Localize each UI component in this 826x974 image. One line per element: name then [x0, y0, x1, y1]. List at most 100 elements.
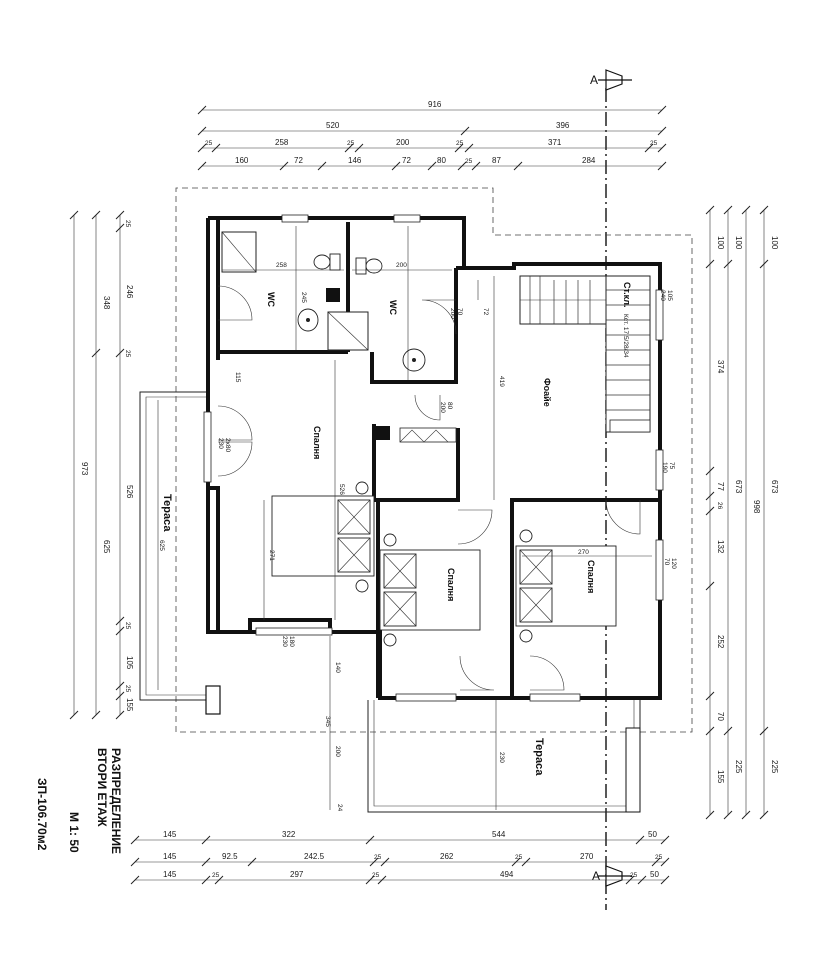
dim-bottom-92-5: 92.5	[222, 852, 238, 861]
dim-bottom-494: 494	[500, 870, 514, 879]
dim-bed3-270: 270	[578, 549, 589, 556]
room-label-terrace-left: Тераса	[161, 494, 173, 532]
bed-2	[379, 533, 481, 647]
dim-right-70: 70	[716, 712, 725, 721]
room-labels: WC WC Фоайе Спалня Спалня Спалня Тераса …	[161, 282, 632, 776]
section-marker-top: А	[590, 69, 632, 91]
sink-icon	[297, 308, 319, 332]
dim-right-252: 252	[716, 635, 725, 649]
dim-right-77: 77	[716, 482, 725, 491]
dim-bottom-145c: 145	[163, 870, 177, 879]
dim-left-526: 526	[125, 485, 134, 499]
dim-door-80-200: 80200	[439, 402, 453, 413]
dim-bottom-145a: 145	[163, 830, 177, 839]
dim-bottom-25c: 25	[655, 854, 663, 861]
dim-right-100c: 100	[770, 236, 779, 250]
dim-bottom-50a: 50	[648, 830, 657, 839]
bed-3	[515, 529, 617, 643]
room-label-foyer: Фоайе	[542, 378, 552, 407]
windows	[203, 214, 664, 702]
room-label-wc1: WC	[266, 292, 276, 307]
title-line2: ВТОРИ ЕТАЖ	[95, 748, 109, 827]
bottom-dimension-lines: 145 322 544 50 145 92.5 242.5 25 262 25 …	[130, 830, 670, 885]
staircase	[519, 275, 651, 433]
dim-window-180-230: 180230	[281, 636, 295, 647]
dim-bottom-297: 297	[290, 870, 304, 879]
dim-window-120-70: 12070	[663, 558, 677, 569]
dim-left-25c: 25	[124, 622, 131, 630]
dim-window-105-240: 105240	[659, 290, 673, 301]
dim-top-72a: 72	[294, 156, 303, 165]
title-line1: РАЗПРЕДЕЛЕНИЕ	[109, 748, 123, 854]
dim-left-246: 246	[125, 285, 134, 299]
dim-right-374: 374	[716, 360, 725, 374]
dim-door-2x80: 2x80230	[217, 438, 231, 452]
dim-terrace-625: 625	[158, 540, 165, 551]
bottom-terrace	[367, 700, 641, 813]
dim-right-100b: 100	[734, 236, 743, 250]
dim-345: 345	[324, 716, 331, 727]
dim-left-25a: 25	[124, 220, 131, 228]
dim-window-75-190: 75190	[661, 462, 675, 473]
dim-foyer-419: 419	[498, 376, 505, 387]
dim-right-225b: 225	[770, 760, 779, 774]
dim-left-25d: 25	[124, 685, 131, 693]
internal-dimension-lines	[157, 226, 652, 810]
roof-outline-dashed	[175, 187, 693, 733]
dim-left-973: 973	[80, 462, 89, 476]
dim-left-105: 105	[125, 656, 134, 670]
left-terrace	[139, 391, 221, 715]
dim-right-100a: 100	[716, 236, 725, 250]
dim-top-396: 396	[556, 121, 570, 130]
dim-bottom-270: 270	[580, 852, 594, 861]
dim-top-284: 284	[582, 156, 596, 165]
dim-left-625: 625	[102, 540, 111, 554]
room-label-wc2: WC	[388, 300, 398, 315]
dim-right-998: 998	[752, 500, 761, 514]
room-label-bedroom-2: Спалня	[446, 568, 456, 601]
dim-230: 230	[498, 752, 505, 763]
dim-bottom-25f: 25	[630, 872, 638, 879]
title-area: ЗП-106.70м2	[35, 778, 49, 851]
dim-right-673a: 673	[734, 480, 743, 494]
title-scale: М 1: 50	[67, 812, 81, 853]
dim-bottom-50b: 50	[650, 870, 659, 879]
dim-top-146: 146	[348, 156, 362, 165]
room-label-bedroom-3: Спалня	[586, 560, 596, 593]
dim-top-520: 520	[326, 121, 340, 130]
dim-top-371: 371	[548, 138, 562, 147]
dim-top-87: 87	[492, 156, 501, 165]
dim-right-155: 155	[716, 770, 725, 784]
room-label-stair: Ст.кл.	[622, 282, 632, 307]
dim-bottom-322: 322	[282, 830, 296, 839]
dim-right-26: 26	[716, 502, 723, 510]
door-swings	[217, 285, 641, 691]
dim-wc2-width: 200	[396, 262, 407, 269]
toilet-icon	[355, 257, 383, 275]
dim-top-200: 200	[396, 138, 410, 147]
dim-door-70-200: 70200	[449, 308, 463, 319]
internal-dimension-labels: 258 200 245 70200 80200 419 526 271 270 …	[158, 262, 677, 812]
dim-right-673b: 673	[770, 480, 779, 494]
dim-top-160: 160	[235, 156, 249, 165]
dim-top-80: 80	[437, 156, 446, 165]
section-label-bottom: А	[592, 869, 600, 883]
dim-top-25c: 25	[456, 140, 464, 147]
dim-bottom-25a: 25	[374, 854, 382, 861]
bed-1	[271, 481, 375, 593]
left-dimension-lines: 973 348 625 25 246 25 526 25 105 25 155	[69, 210, 134, 720]
dim-72: 72	[482, 308, 489, 316]
room-label-bedroom-1: Спалня	[312, 426, 322, 459]
dim-right-225a: 225	[734, 760, 743, 774]
wc-fixtures	[221, 231, 426, 440]
interior-walls	[210, 220, 660, 698]
dim-24: 24	[336, 804, 343, 812]
dim-top-25b: 25	[347, 140, 355, 147]
dim-top-916: 916	[428, 100, 442, 109]
dim-wc-245: 245	[300, 292, 307, 303]
section-marker-bottom: А	[592, 865, 632, 887]
dim-top-72b: 72	[402, 156, 411, 165]
sink-icon	[402, 348, 426, 372]
stair-note: Кст. 17.5/28/34	[622, 314, 629, 358]
